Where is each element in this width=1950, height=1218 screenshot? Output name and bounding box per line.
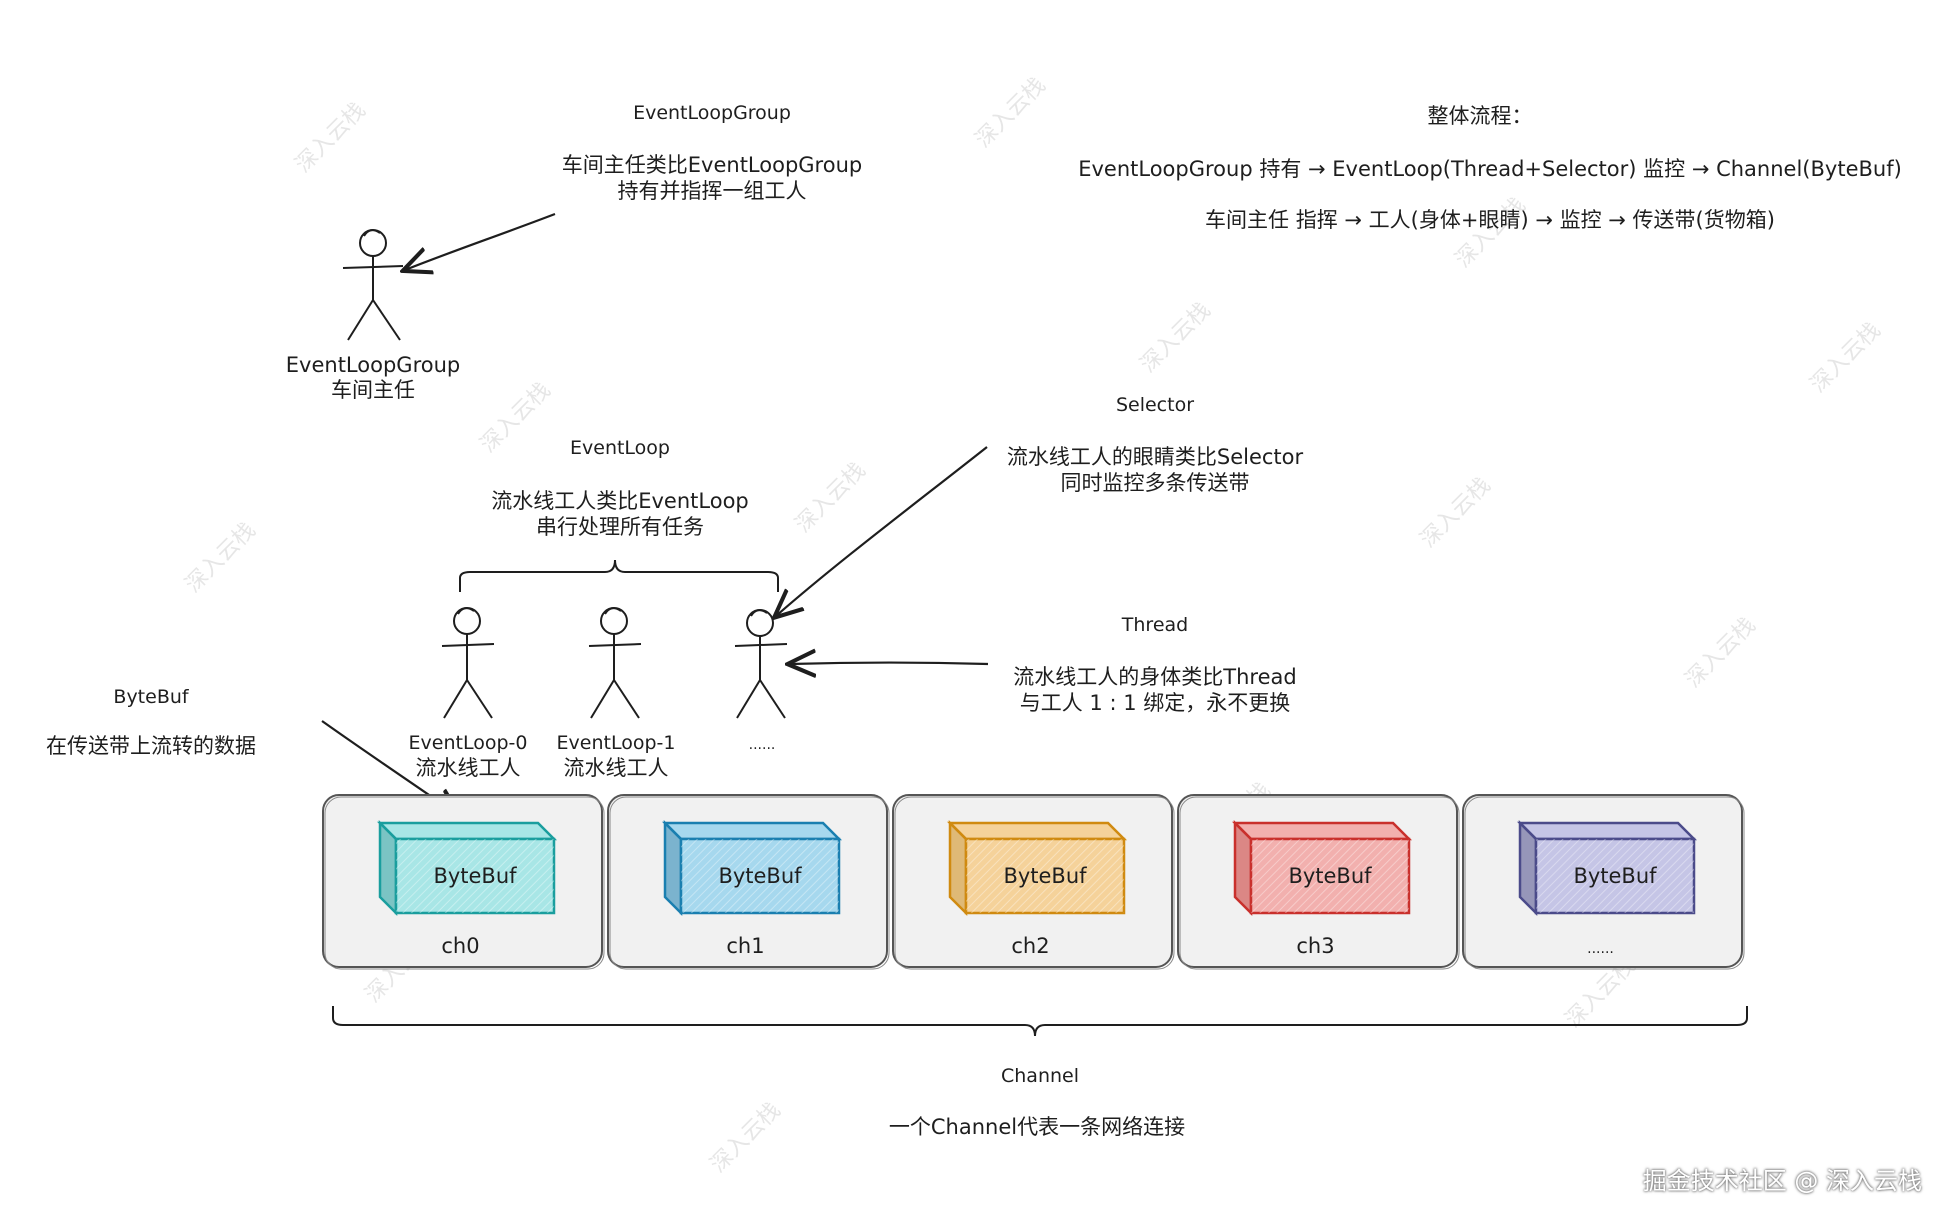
worker-figure-0 (441, 607, 495, 719)
bytebuf-box-label: ByteBuf (718, 864, 802, 888)
event-loop-group-desc-line1: 车间主任类比EventLoopGroup (561, 153, 863, 177)
thread-heading: Thread (1121, 614, 1189, 636)
bytebuf-box-top (1516, 821, 1698, 841)
event-loop-group-figure-label: EventLoopGroup (285, 353, 461, 377)
event-loop-group-figure (342, 229, 404, 341)
bytebuf-box-hatch (1251, 839, 1409, 913)
event-loop-group-desc-line2: 持有并指挥一组工人 (617, 179, 807, 203)
bytebuf-box-side (1233, 819, 1253, 917)
bytebuf-box-side (663, 819, 683, 917)
channel-brace (332, 1006, 1748, 1037)
event-loop-group-heading: EventLoopGroup (633, 102, 791, 124)
worker-label-0: EventLoop-0 (408, 732, 528, 754)
bytebuf-box-label: ByteBuf (433, 864, 517, 888)
channel-heading: Channel (1000, 1065, 1080, 1087)
channel-1: ByteBuf ch1 (607, 794, 890, 970)
bytebuf-box-top (946, 821, 1128, 841)
channel-name: ...... (1587, 941, 1614, 957)
worker-label-1: EventLoop-1 (556, 732, 676, 754)
worker-role-1: 流水线工人 (563, 756, 669, 780)
bytebuf-box-hatch (966, 839, 1124, 913)
worker-label-more: ...... (748, 737, 776, 753)
worker-role-0: 流水线工人 (415, 756, 521, 780)
worker-figure-1 (588, 607, 642, 719)
channel-name: ch2 (1011, 934, 1049, 958)
thread-desc-line2: 与工人 1 : 1 绑定，永不更换 (1019, 691, 1291, 715)
channel-container-sketch (894, 796, 1175, 970)
channel-desc: 一个Channel代表一条网络连接 (888, 1115, 1186, 1139)
arrow-thread-to-worker (790, 663, 989, 665)
event-loop-desc-line2: 串行处理所有任务 (536, 515, 704, 539)
bytebuf-box-hatch (681, 839, 839, 913)
event-loop-desc-line1: 流水线工人类比EventLoop (491, 489, 749, 513)
bytebuf-box-label: ByteBuf (1003, 864, 1087, 888)
credit-footer: 掘金技术社区 @ 深入云栈 (1642, 1167, 1922, 1195)
channel-container-sketch (324, 796, 605, 970)
bytebuf-box-side (948, 819, 968, 917)
flow-line2: 车间主任 指挥 → 工人(身体+眼睛) → 监控 → 传送带(货物箱) (1205, 208, 1775, 232)
channel-name: ch0 (441, 934, 479, 958)
channel-2: ByteBuf ch2 (892, 794, 1175, 970)
event-loop-heading: EventLoop (570, 437, 670, 459)
worker-figure-2 (734, 609, 788, 719)
bytebuf-box-hatch (1536, 839, 1694, 913)
channel-container-sketch (609, 796, 890, 970)
flow-line1: EventLoopGroup 持有 → EventLoop(Thread+Sel… (1078, 157, 1902, 181)
channel-4: ByteBuf...... (1462, 794, 1745, 970)
selector-desc-line1: 流水线工人的眼睛类比Selector (1006, 445, 1304, 469)
channel-3: ByteBuf ch3 (1177, 794, 1460, 970)
bytebuf-box-side (378, 819, 398, 917)
bytebuf-box-top (376, 821, 558, 841)
thread-desc-line1: 流水线工人的身体类比Thread (1013, 665, 1297, 689)
channel-container-sketch (1179, 796, 1460, 970)
event-loop-group-figure-label-cn: 车间主任 (331, 378, 415, 402)
bytebuf-box-top (1231, 821, 1413, 841)
channel-0: ByteBuf ch0 (322, 794, 605, 970)
bytebuf-box-side (1518, 819, 1538, 917)
channels-layer: ByteBuf ch0 ByteBuf ch1 ByteBuf ch2 ByteBuf ch3… (322, 794, 1745, 970)
bytebuf-box-label: ByteBuf (1573, 864, 1657, 888)
bytebuf-note-heading: ByteBuf (113, 686, 189, 708)
channel-container-sketch (1464, 796, 1745, 970)
selector-desc-line2: 同时监控多条传送带 (1060, 471, 1250, 495)
bytebuf-box-top (661, 821, 843, 841)
arrow-group-note-to-figure (405, 212, 556, 270)
channel-name: ch1 (726, 934, 764, 958)
bytebuf-box-label: ByteBuf (1288, 864, 1372, 888)
bytebuf-box-hatch (396, 839, 554, 913)
arrow-selector-to-worker (776, 446, 988, 616)
channel-name: ch3 (1296, 934, 1334, 958)
selector-heading: Selector (1115, 394, 1195, 416)
bytebuf-note-desc: 在传送带上流转的数据 (46, 734, 256, 758)
flow-heading: 整体流程： (1427, 104, 1533, 128)
event-loop-brace (459, 559, 779, 592)
